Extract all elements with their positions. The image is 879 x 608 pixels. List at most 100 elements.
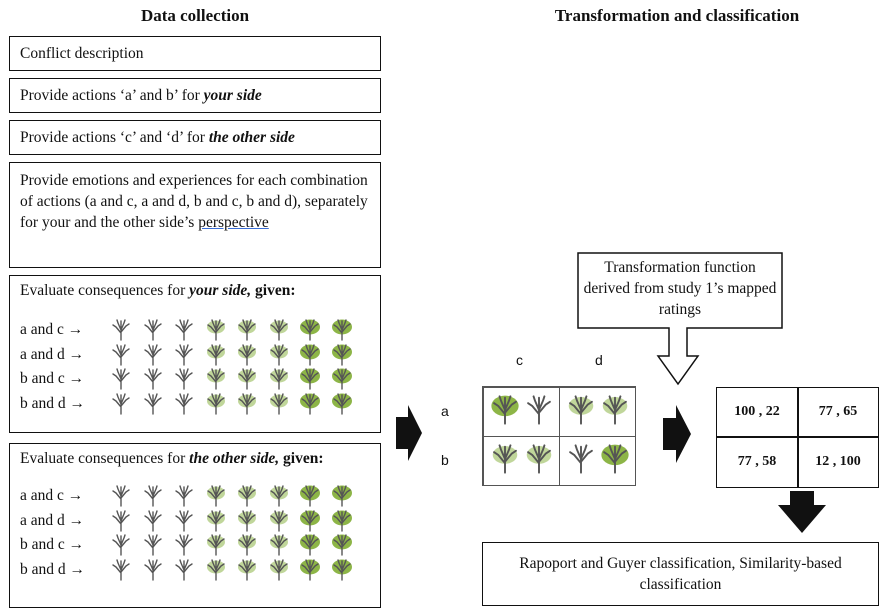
tree-icon[interactable]	[173, 392, 195, 415]
tree-icon[interactable]	[205, 558, 227, 581]
tree-icon[interactable]	[173, 319, 195, 341]
tree-icon[interactable]	[299, 343, 321, 366]
tree-icon[interactable]	[205, 368, 227, 390]
tree-icon[interactable]	[299, 319, 321, 341]
tree-icon[interactable]	[268, 534, 290, 556]
matrix-cell-bc	[483, 436, 560, 486]
tree-icon[interactable]	[236, 509, 258, 532]
tree-icon[interactable]	[142, 558, 164, 581]
tree-icon[interactable]	[142, 368, 164, 390]
tree-icon[interactable]	[331, 368, 353, 390]
tree-icon[interactable]	[236, 319, 258, 341]
tree-icon	[524, 394, 554, 430]
tree-icon[interactable]	[236, 534, 258, 556]
matrix-row-label-b: b	[441, 452, 449, 468]
tree-icon[interactable]	[268, 485, 290, 507]
tree-icon	[600, 443, 630, 479]
classification-text: Rapoport and Guyer classification, Simil…	[519, 555, 842, 593]
tree-icon[interactable]	[110, 368, 132, 390]
tree-icon[interactable]	[142, 509, 164, 532]
tree-icon[interactable]	[205, 343, 227, 366]
tree-icon[interactable]	[299, 534, 321, 556]
tree-icon[interactable]	[268, 558, 290, 581]
tree-icon[interactable]	[268, 392, 290, 415]
tree-icon[interactable]	[110, 509, 132, 532]
tree-icon[interactable]	[173, 485, 195, 507]
tree-icon[interactable]	[173, 343, 195, 366]
evaluation-row: a and c →	[20, 484, 362, 508]
tree-icon[interactable]	[236, 368, 258, 390]
tree-icon[interactable]	[205, 485, 227, 507]
evaluation-row-label: b and d →	[20, 560, 86, 578]
tree-icon[interactable]	[110, 558, 132, 581]
tree-icon[interactable]	[299, 485, 321, 507]
tree-icon[interactable]	[268, 319, 290, 341]
tree-icon[interactable]	[299, 509, 321, 532]
tree-icon[interactable]	[173, 368, 195, 390]
tree-icon	[524, 443, 554, 479]
emotions-box: Provide emotions and experiences for eac…	[9, 162, 381, 268]
tree-icon[interactable]	[331, 343, 353, 366]
evaluate-your-side-title: Evaluate consequences for your side, giv…	[20, 282, 296, 299]
conflict-description-box: Conflict description	[9, 36, 381, 71]
tree-icon[interactable]	[331, 392, 353, 415]
matrix-row-label-a: a	[441, 403, 449, 419]
payoff-cell-ad: 77 , 65	[818, 404, 858, 419]
evaluation-row: b and d →	[20, 558, 362, 582]
tree-icon[interactable]	[331, 485, 353, 507]
evaluate-other-side-box: Evaluate consequences for the other side…	[9, 443, 381, 608]
tree-icon[interactable]	[299, 392, 321, 415]
tree-icon[interactable]	[173, 534, 195, 556]
matrix-col-label-d: d	[595, 352, 603, 368]
tree-icon[interactable]	[331, 558, 353, 581]
tree-icon[interactable]	[268, 368, 290, 390]
tree-icon[interactable]	[236, 558, 258, 581]
tree-icon[interactable]	[299, 368, 321, 390]
flow-arrow-right-icon	[396, 405, 422, 461]
tree-icon[interactable]	[331, 509, 353, 532]
evaluation-row-label: b and d →	[20, 394, 86, 412]
matrix-cell-ac	[483, 387, 560, 437]
tree-icon[interactable]	[205, 509, 227, 532]
tree-icon[interactable]	[205, 534, 227, 556]
evaluation-row-label: a and c →	[20, 321, 84, 338]
payoff-divider-vertical	[797, 388, 799, 487]
tree-icon[interactable]	[236, 392, 258, 415]
tree-icon[interactable]	[205, 319, 227, 341]
payoff-cell-bd: 12 , 100	[815, 453, 861, 469]
tree-icon	[490, 443, 520, 479]
conflict-description-text: Conflict description	[20, 44, 144, 62]
tree-icon[interactable]	[142, 534, 164, 556]
tree-icon[interactable]	[331, 319, 353, 341]
tree-icon	[566, 394, 596, 430]
tree-icon[interactable]	[299, 558, 321, 581]
evaluation-row: a and c →	[20, 318, 362, 342]
your-actions-text: Provide actions ‘a’ and b’ for your side	[20, 86, 262, 104]
evaluation-row-label: a and d →	[20, 345, 85, 363]
tree-icon[interactable]	[142, 319, 164, 341]
tree-icon[interactable]	[236, 343, 258, 366]
tree-icon[interactable]	[110, 392, 132, 415]
payoff-cell-bc: 77 , 58	[737, 453, 777, 469]
tree-icon[interactable]	[142, 392, 164, 415]
tree-icon[interactable]	[142, 485, 164, 507]
classification-box: Rapoport and Guyer classification, Simil…	[482, 542, 879, 606]
tree-icon[interactable]	[110, 319, 132, 341]
tree-icon[interactable]	[173, 509, 195, 532]
tree-icon[interactable]	[236, 485, 258, 507]
tree-icon[interactable]	[205, 392, 227, 415]
tree-icon[interactable]	[142, 343, 164, 366]
payoff-table: 100 , 22 77 , 65 77 , 58 12 , 100	[716, 387, 879, 488]
evaluation-row: b and c →	[20, 533, 362, 557]
tree-icon[interactable]	[331, 534, 353, 556]
tree-icon[interactable]	[268, 509, 290, 532]
payoff-divider-horizontal	[717, 436, 878, 438]
tree-icon[interactable]	[173, 558, 195, 581]
tree-icon	[566, 443, 596, 479]
tree-icon[interactable]	[268, 343, 290, 366]
tree-icon[interactable]	[110, 343, 132, 366]
tree-icon[interactable]	[110, 485, 132, 507]
evaluation-row: a and d →	[20, 343, 362, 367]
tree-icon[interactable]	[110, 534, 132, 556]
matrix-col-label-c: c	[516, 352, 523, 368]
